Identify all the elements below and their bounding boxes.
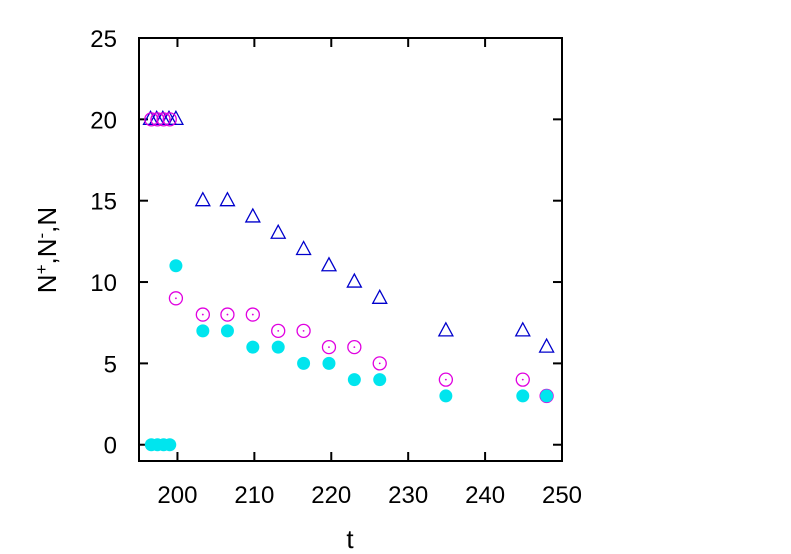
axis-ticks: 200 210 220 230 240 250 0 5 10 15 20 25 — [90, 26, 582, 509]
x-tick-label: 250 — [542, 482, 582, 509]
data-marks — [142, 109, 555, 452]
filled-circle-point — [271, 340, 285, 354]
triangle-point — [437, 321, 454, 337]
filled-circle-point — [163, 438, 177, 452]
x-tick-label: 220 — [311, 482, 351, 509]
triangle-point — [270, 223, 287, 239]
triangle-point — [244, 207, 261, 223]
open-circle-point — [372, 356, 387, 371]
y-tick-label: 15 — [90, 189, 117, 216]
open-circle-center — [328, 346, 330, 349]
triangle-point — [295, 240, 312, 256]
y-tick-label: 20 — [90, 107, 117, 134]
x-tick-label: 240 — [465, 482, 505, 509]
open-circle-center — [175, 297, 177, 300]
open-circle-center — [302, 329, 305, 332]
y-tick-label: 5 — [104, 351, 117, 378]
filled-circle-point — [373, 373, 387, 387]
triangle-point — [538, 337, 555, 353]
open-circle-center — [201, 313, 204, 316]
filled-circle-point — [297, 356, 311, 370]
open-circle-center — [378, 362, 381, 365]
y-tick-label: 25 — [90, 26, 117, 53]
filled-circle-point — [220, 324, 234, 338]
x-tick-label: 210 — [234, 482, 274, 509]
triangle-point — [219, 191, 236, 207]
open-circle-center — [521, 378, 524, 381]
open-circle-point — [515, 372, 530, 387]
y-tick-label: 10 — [90, 270, 117, 297]
filled-circle-point — [540, 389, 554, 403]
open-circle-point — [162, 112, 177, 127]
x-tick-label: 200 — [157, 482, 197, 509]
filled-circle-point — [169, 259, 183, 273]
open-circle-point — [220, 307, 235, 322]
open-circle-point — [168, 291, 184, 306]
x-tick-label: 230 — [388, 482, 428, 509]
triangle-point — [346, 272, 363, 288]
y-axis-label: N+,N-,N — [32, 207, 63, 293]
triangle-point — [194, 191, 211, 207]
filled-circle-point — [516, 389, 530, 403]
triangle-point — [167, 109, 185, 125]
triangle-point — [371, 288, 388, 304]
open-circle-center — [226, 313, 229, 316]
open-circle-center — [353, 346, 356, 349]
open-circle-point — [271, 323, 286, 338]
open-circle-point — [438, 372, 454, 387]
filled-circle-point — [322, 356, 336, 370]
open-circle-center — [168, 118, 171, 121]
filled-circle-point — [196, 324, 210, 338]
filled-circle-point — [439, 389, 453, 403]
open-circle-point — [245, 307, 260, 322]
open-circle-point — [296, 323, 311, 338]
open-circle-center — [251, 313, 254, 316]
open-circle-point — [321, 339, 337, 355]
y-tick-label: 0 — [104, 433, 117, 460]
open-circle-point — [195, 307, 210, 322]
filled-circle-point — [347, 373, 361, 387]
x-axis-label: t — [346, 524, 354, 554]
triangle-point — [320, 256, 338, 272]
plot-frame — [138, 37, 563, 462]
triangle-point — [514, 321, 531, 337]
filled-circle-point — [246, 340, 260, 354]
open-circle-point — [347, 339, 362, 355]
open-circle-center — [444, 378, 447, 381]
open-circle-center — [277, 329, 280, 332]
